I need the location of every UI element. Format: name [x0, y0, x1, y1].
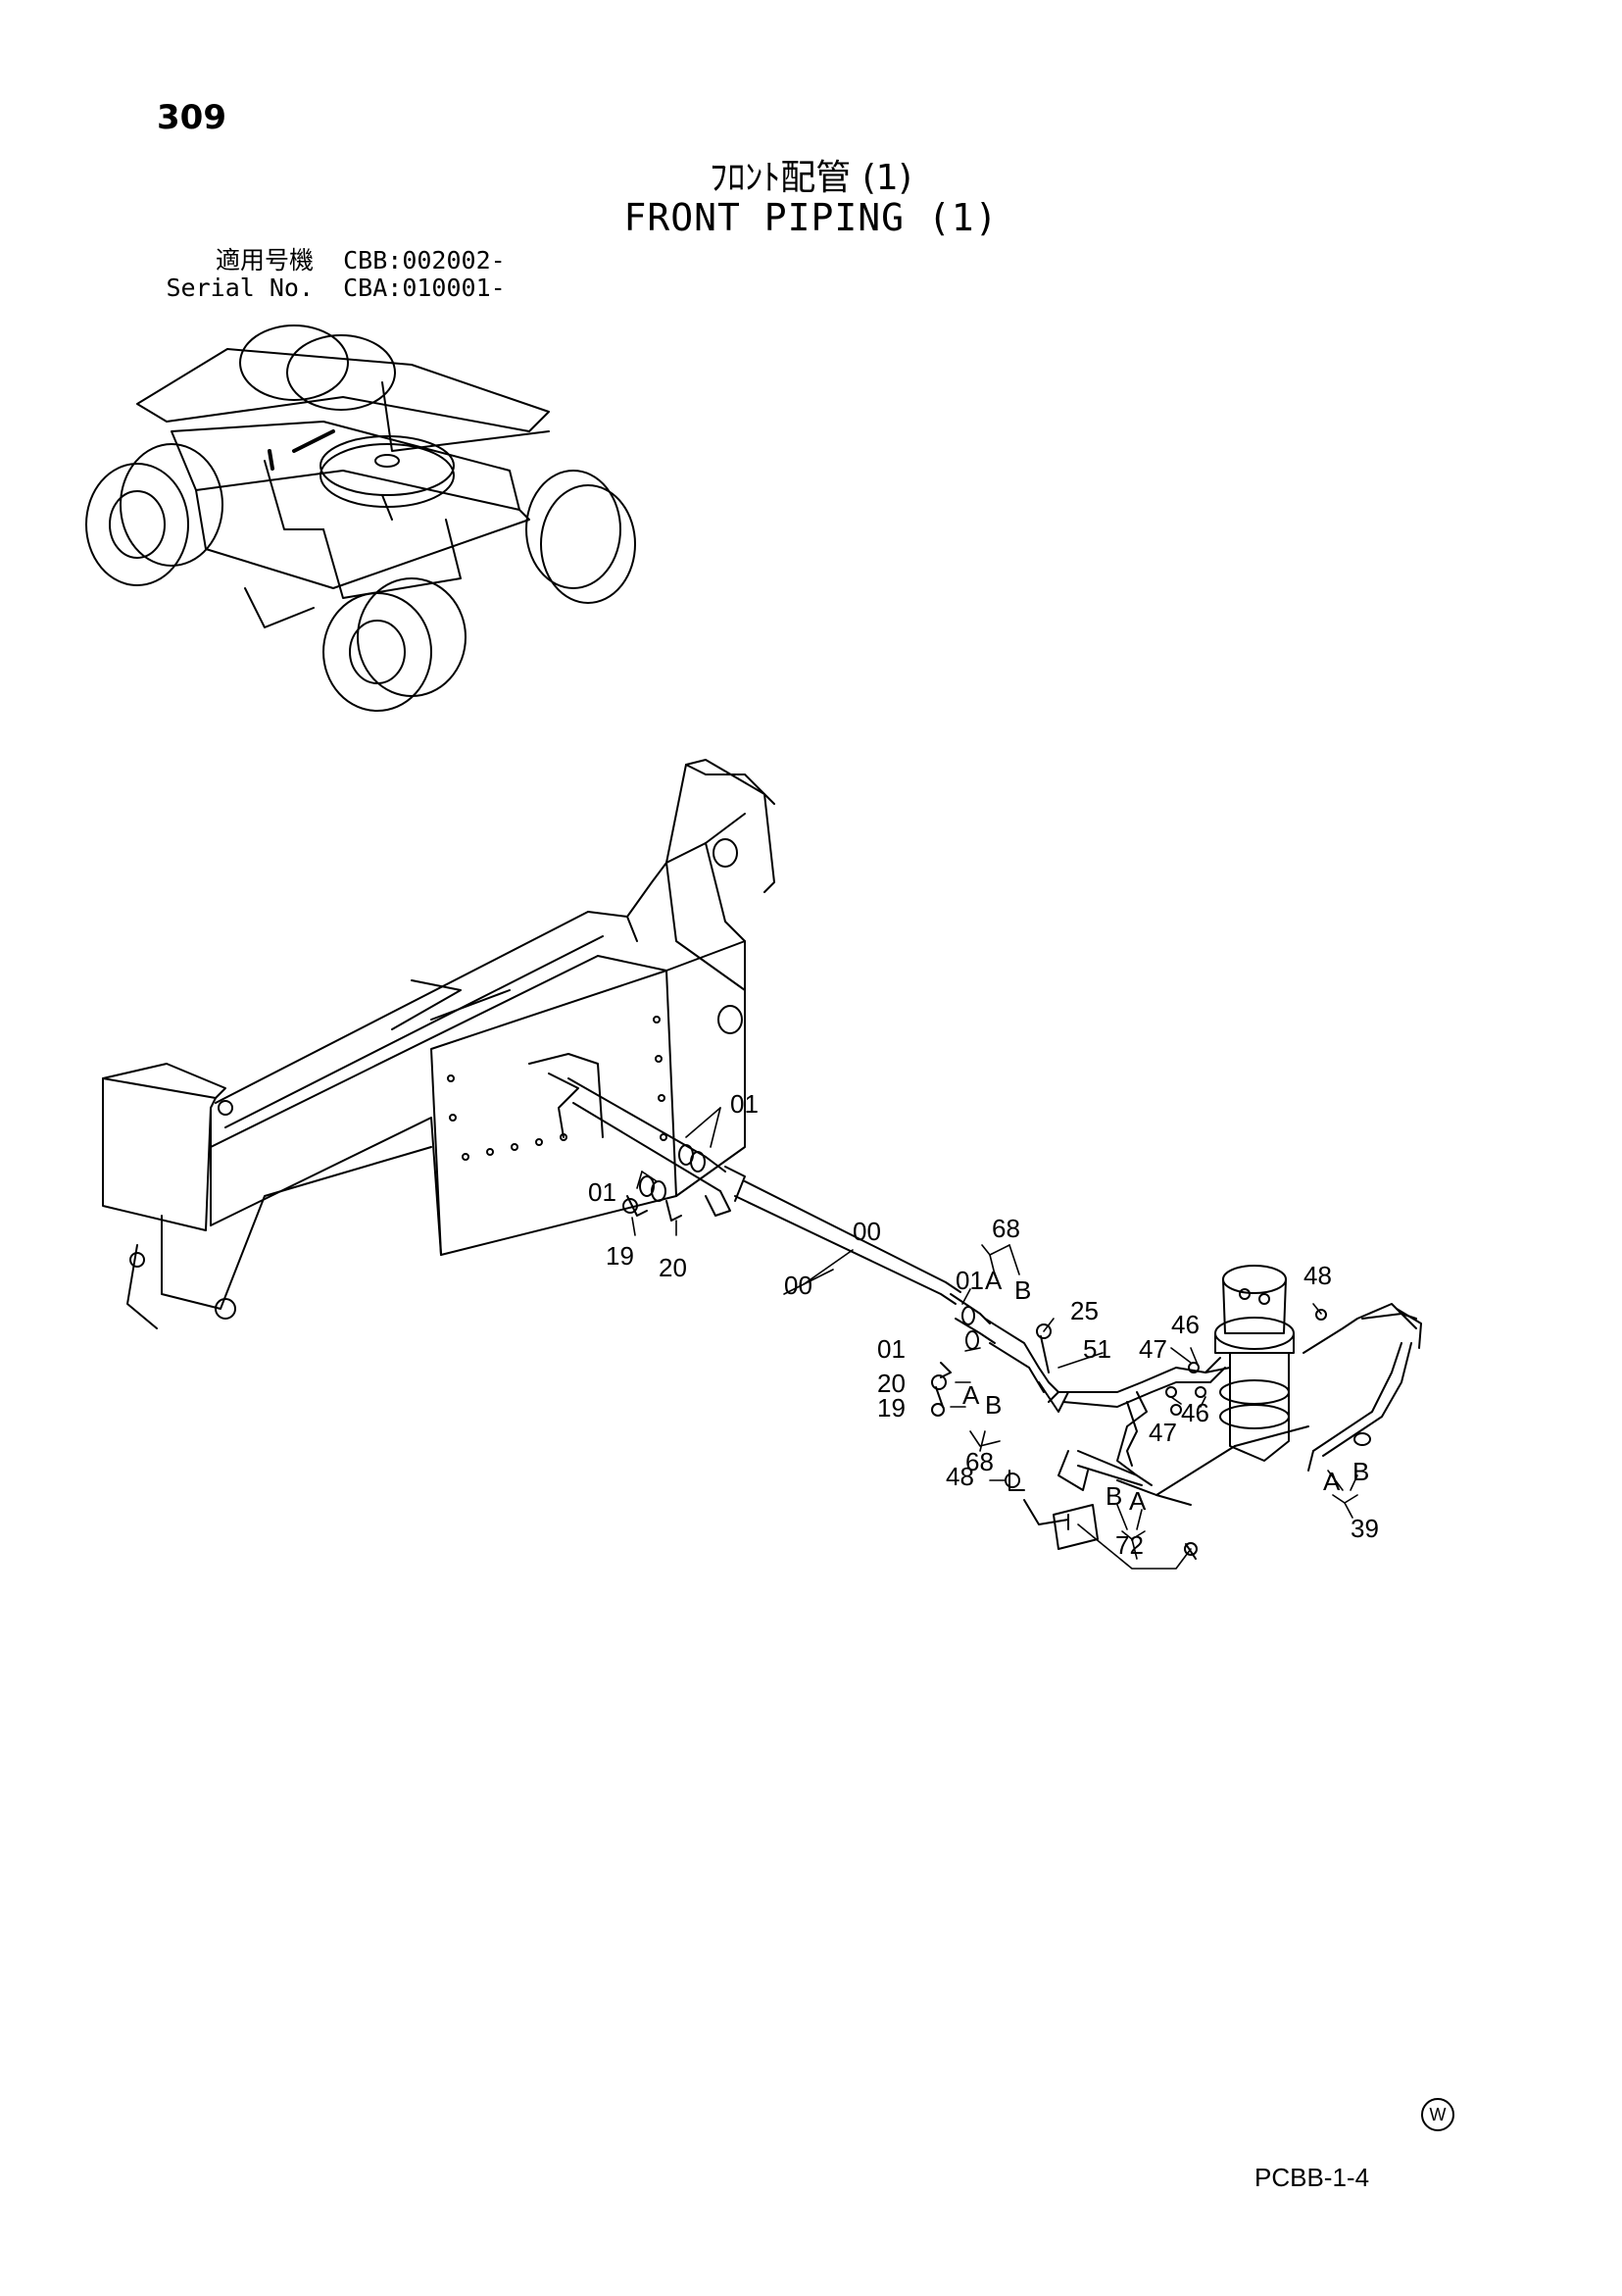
callout: 01	[730, 1089, 759, 1119]
callout: 19	[877, 1393, 906, 1423]
serial-row-applicable: 適用号機 CBB:002002-	[159, 247, 506, 275]
callout: 46	[1171, 1310, 1200, 1339]
callout: 01	[956, 1266, 984, 1295]
callout: A	[1129, 1486, 1147, 1516]
callout: 47	[1149, 1418, 1177, 1447]
hoses-and-pipes	[567, 1077, 1422, 1506]
callout: 25	[1070, 1296, 1099, 1325]
callout: 01	[877, 1334, 906, 1364]
callout: A	[1323, 1467, 1341, 1496]
serial-value: CBB:002002-	[343, 246, 506, 275]
document-code: PCBB-1-4	[1254, 2163, 1370, 2192]
serial-info: 適用号機 CBB:002002- Serial No. CBA:010001-	[159, 247, 506, 302]
page-number: 309	[157, 98, 226, 137]
plate-bolts	[447, 1016, 667, 1161]
serial-value: CBA:010001-	[343, 274, 506, 302]
callout: 68	[965, 1447, 994, 1476]
callout: B	[1106, 1481, 1122, 1511]
callout: 72	[1115, 1530, 1144, 1560]
callout: B	[1014, 1275, 1031, 1305]
callout: B	[985, 1390, 1002, 1420]
callout: 51	[1083, 1334, 1111, 1364]
callout: 46	[1181, 1398, 1209, 1427]
callout: A	[985, 1266, 1003, 1295]
serial-label: 適用号機	[215, 246, 314, 275]
callout: B	[1352, 1457, 1369, 1486]
callout: 47	[1139, 1334, 1167, 1364]
callout: 48	[1303, 1261, 1332, 1290]
title-english: FRONT PIPING (1)	[623, 196, 999, 239]
watermark-mark: W	[1421, 2098, 1454, 2131]
leader-lines	[631, 1107, 1358, 1570]
serial-row-number: Serial No. CBA:010001-	[159, 274, 506, 302]
overview-chassis	[85, 324, 636, 712]
swivel-joint	[1204, 1265, 1295, 1462]
callout: A	[962, 1380, 980, 1410]
callout: 00	[853, 1217, 881, 1246]
axle-frame	[102, 759, 775, 1329]
callout: 68	[992, 1214, 1020, 1243]
callout: 19	[606, 1241, 634, 1271]
callout: 20	[877, 1369, 906, 1398]
callout: 00	[784, 1271, 812, 1300]
callout: 39	[1351, 1514, 1379, 1543]
callout: 01	[588, 1177, 616, 1207]
callout: 48	[946, 1462, 974, 1491]
small-components	[622, 1195, 1327, 1560]
serial-label: Serial No.	[166, 274, 314, 302]
callout: 20	[659, 1253, 687, 1282]
callout-labels: 01 01 19 20 00 00 68 01 A B 25 51 01 20 …	[588, 1089, 1379, 1560]
title-japanese: ﾌﾛﾝﾄ配管 (1)	[710, 158, 912, 198]
